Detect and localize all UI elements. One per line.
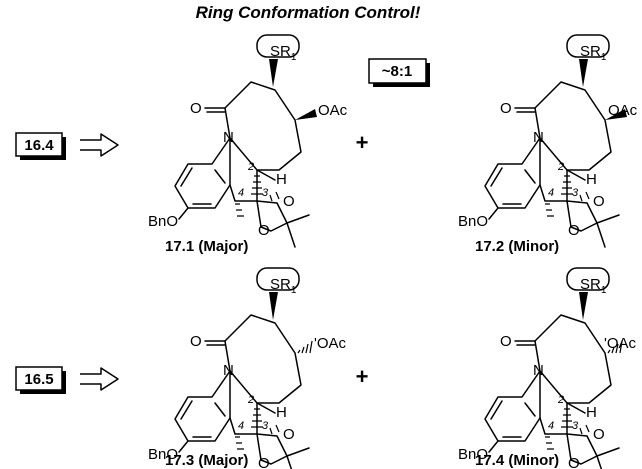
plus-sign-2: +: [356, 364, 369, 389]
benzyl-ether-label-1: BnO: [148, 213, 178, 230]
starting-material-1: 16.4: [24, 137, 54, 154]
atom-number-4-row1a: 4: [238, 187, 244, 199]
ketone-oxygen-label-2: O: [500, 100, 512, 117]
ketone-oxygen-label-3: O: [190, 333, 202, 350]
amide-nitrogen-label-1: N: [223, 129, 234, 146]
acetonide-oxygen-label-1a: O: [283, 193, 295, 210]
product-17-2: [484, 34, 627, 248]
scheme-title: Ring Conformation Control!: [196, 3, 421, 22]
amide-nitrogen-label-4: N: [533, 362, 544, 379]
atom-number-4-row2a: 4: [238, 420, 244, 432]
atom-number-3-row1a: 3: [262, 187, 269, 199]
amide-nitrogen-label-2: N: [533, 129, 544, 146]
row-2: 16.5 SR1 O N 'OAc BnO H O O 2 3 4 17.3 (…: [15, 267, 637, 469]
sulfide-label-3: SR1: [270, 276, 297, 296]
product-17-1: [174, 34, 317, 248]
ratio-box: ~8:1: [368, 58, 430, 87]
starting-material-box-1: 16.4: [15, 132, 66, 160]
ring-hydrogen-label-4: H: [586, 404, 597, 421]
benzyl-ether-label-2: BnO: [458, 213, 488, 230]
ketone-oxygen-label-1: O: [190, 100, 202, 117]
product-17-2-labels: SR1 O N OAc BnO H O O 2 3 4 17.2 (Minor): [458, 43, 638, 255]
sulfide-label-4: SR1: [580, 276, 607, 296]
product-label-17-4: 17.4 (Minor): [475, 452, 559, 469]
benzyl-ether-label-4: BnO: [458, 446, 488, 463]
atom-number-4-row1b: 4: [548, 187, 554, 199]
retro-arrow-icon-1: [80, 133, 119, 157]
acetonide-oxygen-label-2a: O: [593, 193, 605, 210]
atom-number-2-row2b: 2: [557, 394, 564, 406]
starting-material-2: 16.5: [24, 371, 53, 388]
retro-arrow-icon-2: [80, 367, 119, 391]
atom-number-4-row2b: 4: [548, 420, 554, 432]
starting-material-box-2: 16.5: [15, 366, 66, 394]
ring-hydrogen-label-1: H: [276, 171, 287, 188]
acetonide-oxygen-label-4b: O: [568, 455, 580, 469]
acetate-label-1: OAc: [318, 102, 348, 119]
atom-number-3-row2a: 3: [262, 420, 269, 432]
sulfide-label-2: SR1: [580, 43, 607, 63]
product-17-4-labels: SR1 O N 'OAc BnO H O O 2 3 4 17.4 (Minor…: [458, 276, 637, 469]
product-17-3-labels: SR1 O N 'OAc BnO H O O 2 3 4 17.3 (Major…: [148, 276, 347, 469]
product-label-17-1: 17.1 (Major): [165, 238, 248, 255]
amide-nitrogen-label-3: N: [223, 362, 234, 379]
acetate-label-2: OAc: [608, 102, 638, 119]
benzyl-ether-label-3: BnO: [148, 446, 178, 463]
acetate-label-3: 'OAc: [314, 335, 347, 352]
ring-hydrogen-label-3: H: [276, 404, 287, 421]
product-label-17-2: 17.2 (Minor): [475, 238, 559, 255]
sulfide-label-1: SR1: [270, 43, 297, 63]
atom-number-2-row2a: 2: [247, 394, 254, 406]
product-17-1-labels: SR1 O N OAc BnO H O O 2 3 4 17.1 (Major): [148, 43, 348, 255]
acetonide-oxygen-label-2b: O: [568, 222, 580, 239]
plus-sign-1: +: [356, 130, 369, 155]
ratio-label: ~8:1: [382, 63, 412, 80]
ketone-oxygen-label-4: O: [500, 333, 512, 350]
acetonide-oxygen-label-3b: O: [258, 455, 270, 469]
acetonide-oxygen-label-3a: O: [283, 426, 295, 443]
row-1: 16.4 SR1 O N OAc BnO H O O 2 3 4 17.1 (M…: [15, 34, 638, 255]
atom-number-2-row1b: 2: [557, 161, 564, 173]
acetate-label-4: 'OAc: [604, 335, 637, 352]
atom-number-3-row2b: 3: [572, 420, 579, 432]
acetonide-oxygen-label-1b: O: [258, 222, 270, 239]
atom-number-3-row1b: 3: [572, 187, 579, 199]
atom-number-2-row1a: 2: [247, 161, 254, 173]
ring-hydrogen-label-2: H: [586, 171, 597, 188]
product-label-17-3: 17.3 (Major): [165, 452, 248, 469]
acetonide-oxygen-label-4a: O: [593, 426, 605, 443]
